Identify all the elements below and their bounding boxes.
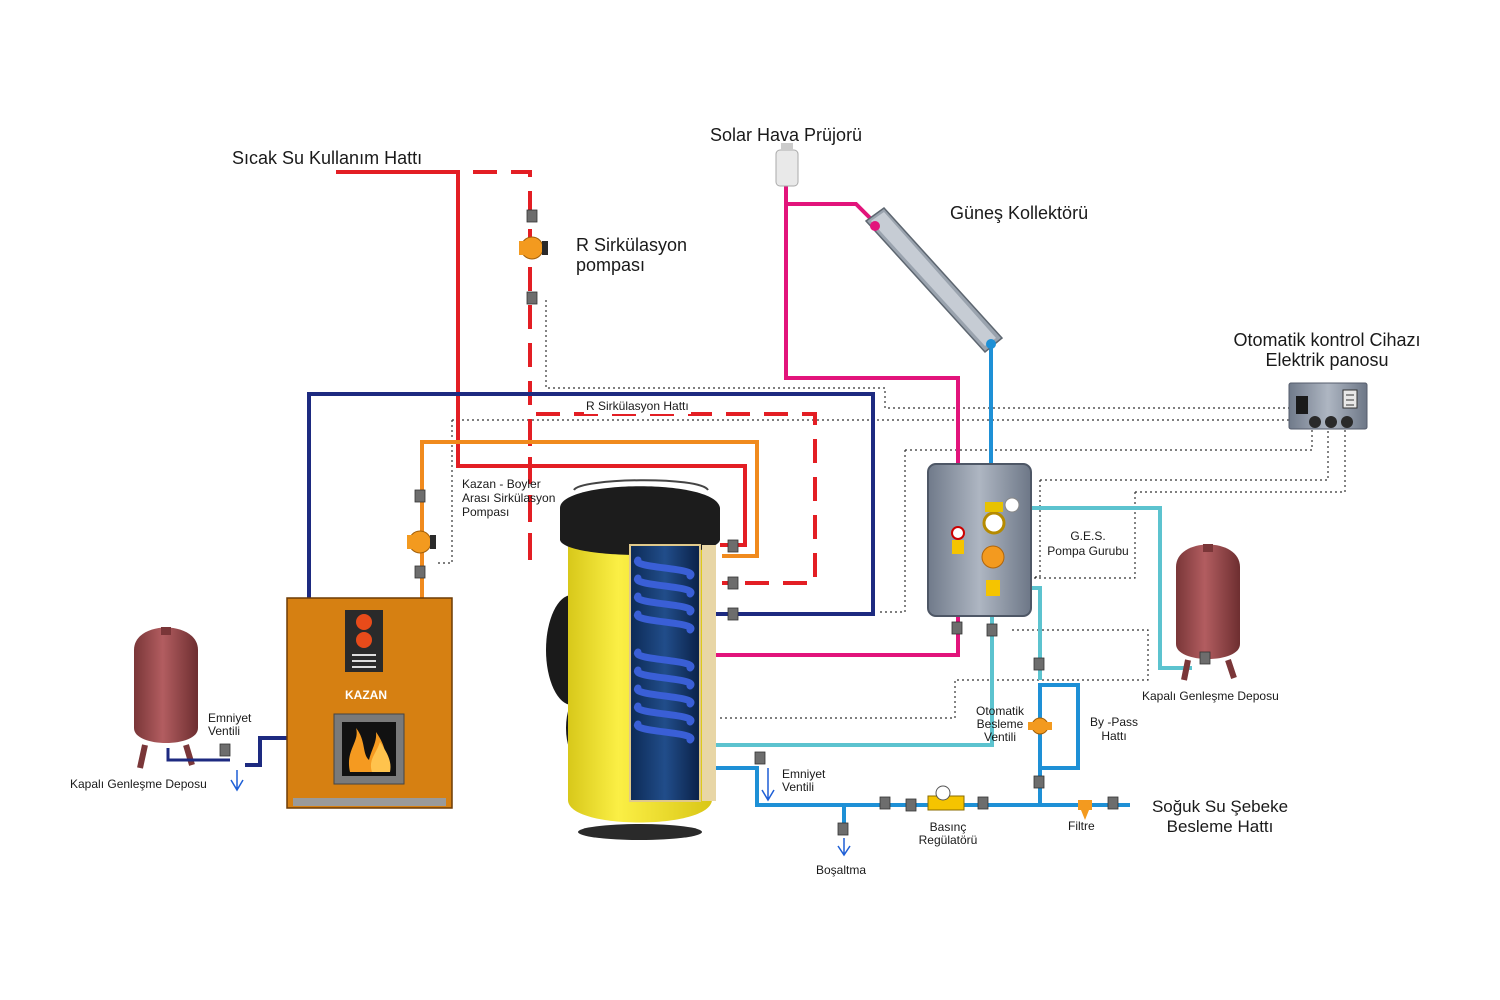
pump-icon [407,530,436,554]
auto-feed-valve [1028,717,1052,735]
cold-water-line [712,683,1130,830]
solar-air-vent-label: Solar Hava Prüjorü [710,125,863,145]
expansion-tank-left [134,627,230,769]
flame-icon [348,728,391,772]
drain-label: Boşaltma [816,863,867,877]
valve-icon [219,209,1211,836]
boiler-pump-label-2: Arası Sirkülasyon [462,491,556,505]
controller-label-1: Otomatik kontrol Cihazı [1233,330,1421,350]
pump-icon [519,236,548,260]
bypass-label-2: Hattı [1101,729,1127,743]
storage-tank [546,479,720,840]
solar-collector [864,206,1004,354]
heating-coils [634,556,695,744]
cold-water-label-1: Soğuk Su Şebeke [1151,797,1289,816]
kazan-boiler [286,597,453,809]
pressure-regulator-label-2: Regülatörü [918,833,978,847]
pressure-regulator [927,785,965,811]
bypass-label-1: By -Pass [1089,715,1138,729]
control-panel [1288,382,1368,430]
boiler-pump-label-3: Pompası [462,505,510,519]
solar-air-vent [775,143,799,187]
r-circulation-pump-label-2: pompası [576,255,646,275]
solar-collector-label: Güneş Kollektörü [950,203,1089,223]
expansion-tank-right-label: Kapalı Genleşme Deposu [1142,689,1279,703]
auto-feed-label-1: Otomatik [975,704,1024,718]
boiler-pump-label-1: Kazan - Boyler [462,477,541,491]
gauge-icon [951,526,965,540]
auto-feed-label-3: Ventili [983,730,1017,744]
boiler-loop [245,392,875,767]
hot-water-line-label: Sıcak Su Kullanım Hattı [232,148,423,168]
filter-icon [1078,800,1092,820]
safety-valve-mid-label-1: Emniyet [782,767,826,781]
ges-label-1: G.E.S. [1070,529,1106,543]
auto-feed-label-2: Besleme [976,717,1024,731]
solar-loop [712,186,960,657]
control-wires [435,300,1346,719]
pressure-regulator-label-1: Basınç [929,820,967,834]
r-circulation-line-label: R Sirkülasyon Hattı [584,399,691,414]
ges-label-2: Pompa Gurubu [1047,544,1129,558]
ges-pump-group [927,463,1032,617]
expansion-tank-right [1176,544,1240,681]
expansion-tank-left-label: Kapalı Genleşme Deposu [70,777,207,791]
safety-valve-mid-label-2: Ventili [782,780,815,794]
r-circulation-pump-label-1: R Sirkülasyon [576,235,688,255]
safety-valve-left-label-1: Emniyet [208,711,252,725]
safety-valve-left-label-2: Ventili [208,724,241,738]
cold-water-label-2: Besleme Hattı [1166,817,1274,836]
kazan-label: KAZAN [345,688,387,702]
hot-water-line [336,170,817,585]
filter-label: Filtre [1068,819,1095,833]
controller-label-2: Elektrik panosu [1265,350,1389,370]
drain-symbol [230,768,851,857]
